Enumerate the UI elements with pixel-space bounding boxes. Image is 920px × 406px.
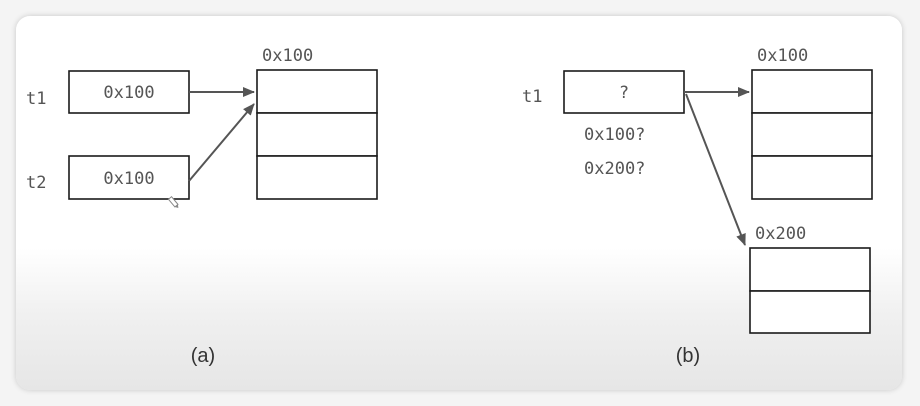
caption-a: (a) xyxy=(191,345,215,367)
reference-arrow-to-0x200 xyxy=(685,93,746,246)
var-t2-value: 0x100 xyxy=(103,169,154,189)
object-cell xyxy=(751,112,873,157)
reference-arrow-t2 xyxy=(188,103,255,182)
mouse-cursor-icon xyxy=(167,196,179,208)
var-t2-box xyxy=(68,155,190,200)
object-cell xyxy=(256,112,378,157)
caption-b: (b) xyxy=(676,345,700,367)
var-t1-box-b xyxy=(563,70,685,114)
object-address-label-0x200: 0x200 xyxy=(755,224,806,244)
object-0x100 xyxy=(256,69,378,200)
var-t2-label: t2 xyxy=(26,173,46,193)
object-cell xyxy=(749,247,871,292)
var-t1-value: 0x100 xyxy=(103,83,154,103)
var-t1-label-b: t1 xyxy=(522,87,542,107)
panel-a: t1 0x100 t2 0x100 0x100 (a) xyxy=(26,46,378,367)
object-cell xyxy=(751,69,873,114)
object-cell xyxy=(256,69,378,114)
object-address-label-0x100: 0x100 xyxy=(757,46,808,66)
object-cell xyxy=(749,290,871,334)
panel-b: t1 ? 0x100? 0x200? 0x100 0x200 (b) xyxy=(522,46,873,367)
candidate-address: 0x200? xyxy=(584,159,645,179)
candidate-address: 0x100? xyxy=(584,125,645,145)
object-0x200 xyxy=(749,247,871,334)
var-t1-value-b: ? xyxy=(619,83,629,103)
var-t1-label: t1 xyxy=(26,89,46,109)
object-address-label: 0x100 xyxy=(262,46,313,66)
var-t1-box xyxy=(68,70,190,114)
object-cell xyxy=(256,155,378,200)
object-cell xyxy=(751,155,873,200)
object-0x100-b xyxy=(751,69,873,200)
